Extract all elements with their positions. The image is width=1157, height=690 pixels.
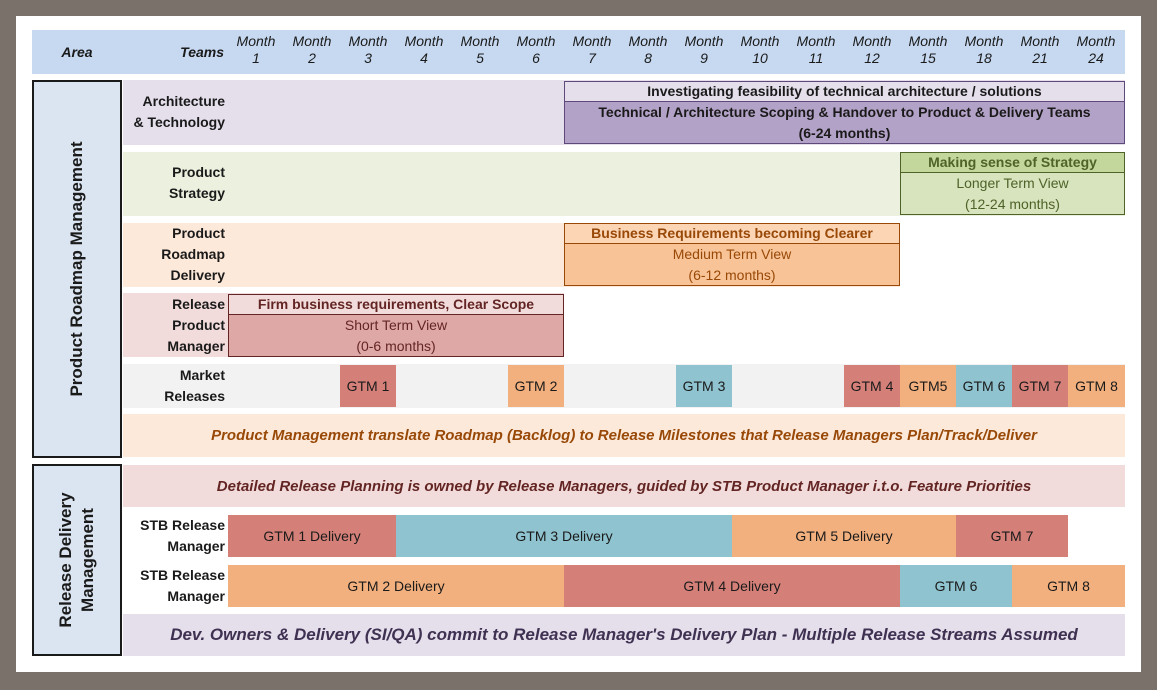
bar-arch-scoping: Technical / Architecture Scoping & Hando… [564, 101, 1125, 144]
area-release-delivery-label: Release Delivery Management [56, 492, 97, 628]
gtm-6: GTM 6 [956, 365, 1012, 407]
banner-pm-translate: Product Management translate Roadmap (Ba… [123, 414, 1125, 457]
gtm-4: GTM 4 [844, 365, 900, 407]
banner-detailed-planning: Detailed Release Planning is owned by Re… [123, 465, 1125, 507]
team-architecture: Architecture& Technology [133, 93, 225, 130]
bar-strategy-title: Making sense of Strategy [900, 152, 1125, 173]
delivery-gtm6: GTM 6 [900, 565, 1012, 607]
delivery-gtm4: GTM 4 Delivery [564, 565, 900, 607]
bar-roadmap-title: Business Requirements becoming Clearer [564, 223, 900, 244]
bar-release-body: Short Term View(0-6 months) [228, 314, 564, 357]
header-bar [32, 30, 1125, 74]
delivery-gtm2: GTM 2 Delivery [228, 565, 564, 607]
gtm-7: GTM 7 [1012, 365, 1068, 407]
area-product-roadmap-label: Product Roadmap Management [67, 141, 86, 397]
delivery-gtm1: GTM 1 Delivery [228, 515, 396, 557]
gtm-8: GTM 8 [1068, 365, 1125, 407]
area-product-roadmap [32, 80, 122, 458]
delivery-gtm3: GTM 3 Delivery [396, 515, 732, 557]
gtm-3: GTM 3 [676, 365, 732, 407]
banner-dev-owners: Dev. Owners & Delivery (SI/QA) commit to… [123, 614, 1125, 656]
gtm-2: GTM 2 [508, 365, 564, 407]
bar-strategy-body: Longer Term View(12-24 months) [900, 172, 1125, 215]
teams-header: Teams [180, 44, 224, 60]
delivery-gtm5: GTM 5 Delivery [732, 515, 956, 557]
gtm-1: GTM 1 [340, 365, 396, 407]
area-release-delivery [32, 464, 122, 656]
area-header: Area [61, 44, 93, 60]
bar-arch-investigate: Investigating feasibility of technical a… [564, 81, 1125, 102]
bar-roadmap-body: Medium Term View(6-12 months) [564, 243, 900, 286]
delivery-gtm8: GTM 8 [1012, 565, 1125, 607]
gtm-5: GTM5 [900, 365, 956, 407]
bar-release-title: Firm business requirements, Clear Scope [228, 294, 564, 315]
delivery-gtm7: GTM 7 [956, 515, 1068, 557]
